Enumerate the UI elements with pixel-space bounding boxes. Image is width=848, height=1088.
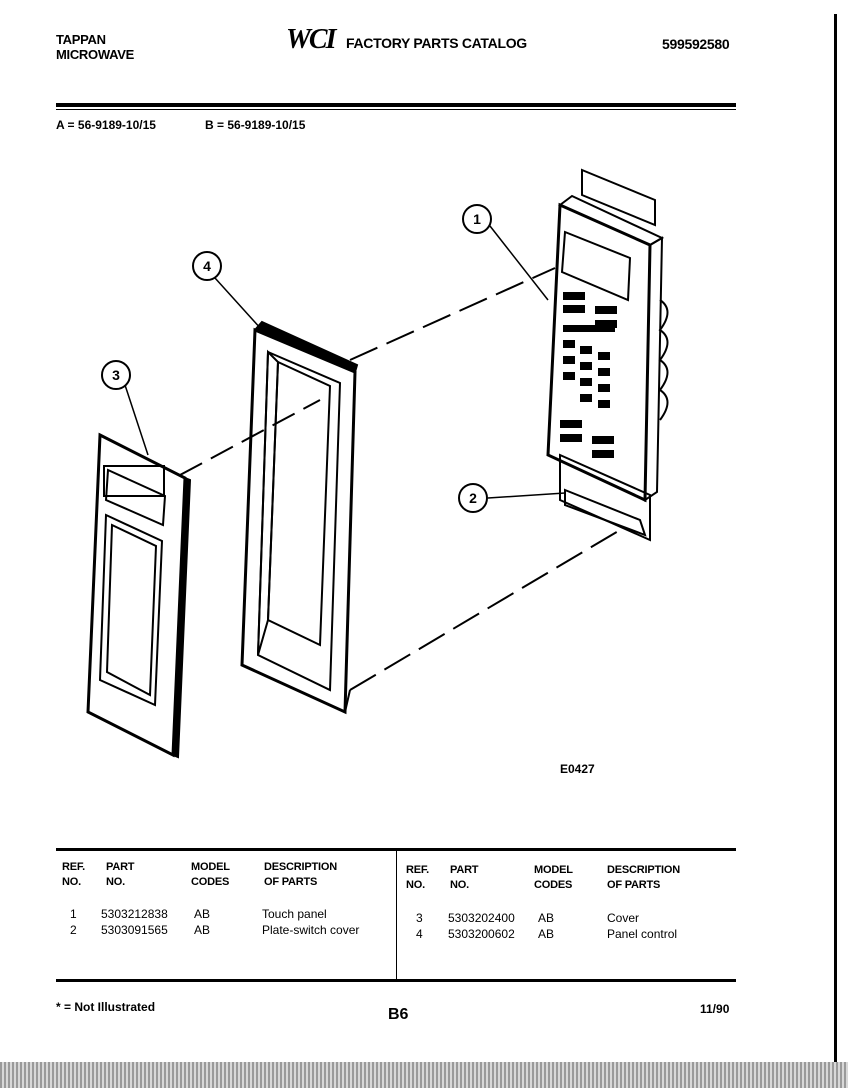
cover-part xyxy=(86,432,192,759)
catalog-number: 599592580 xyxy=(662,36,730,52)
row-desc: Cover xyxy=(607,911,640,925)
header-part-right: PART NO. xyxy=(450,864,479,891)
header-desc-right: DESCRIPTION OF PARTS xyxy=(607,864,680,891)
page-border-right xyxy=(834,14,837,1062)
leader-line xyxy=(214,277,263,331)
header-rule-thin xyxy=(56,109,736,110)
alignment-line xyxy=(349,267,556,361)
leader-line xyxy=(489,225,549,301)
header-model-right: MODEL CODES xyxy=(534,864,573,891)
header-rule xyxy=(56,103,736,107)
row-desc: Plate-switch cover xyxy=(262,923,360,937)
row-model: AB xyxy=(194,907,211,921)
table-bottom-rule xyxy=(56,979,736,982)
brand-line-1: TAPPAN xyxy=(56,32,106,47)
row-ref: 1 xyxy=(70,907,77,921)
diagram-code: E0427 xyxy=(560,762,595,776)
row-part: 5303202400 xyxy=(448,911,515,925)
exploded-diagram: 1 2 3 4 xyxy=(86,168,669,759)
header-model-left: MODEL CODES xyxy=(191,861,230,888)
callout-circle xyxy=(192,251,222,281)
alignment-line xyxy=(349,529,621,691)
row-desc: Panel control xyxy=(607,927,678,941)
page-number: B6 xyxy=(388,1006,409,1023)
row-part: 5303200602 xyxy=(448,927,515,941)
table-divider xyxy=(396,851,397,979)
row-desc: Touch panel xyxy=(262,907,327,921)
callout-3: 3 xyxy=(112,367,120,383)
catalog-title: FACTORY PARTS CATALOG xyxy=(346,35,527,51)
model-b: B = 56-9189-10/15 xyxy=(205,118,306,132)
row-model: AB xyxy=(538,927,555,941)
row-ref: 4 xyxy=(416,927,423,941)
callout-4: 4 xyxy=(203,258,211,274)
header-desc-left: DESCRIPTION OF PARTS xyxy=(264,861,337,888)
row-ref: 2 xyxy=(70,923,77,937)
model-a: A = 56-9189-10/15 xyxy=(56,118,156,132)
header-ref-left: REF. NO. xyxy=(62,861,86,888)
header-part-left: PART NO. xyxy=(106,861,135,888)
row-part: 5303212838 xyxy=(101,907,168,921)
leader-line xyxy=(124,384,149,456)
row-model: AB xyxy=(538,911,555,925)
keypad-keys xyxy=(560,292,617,458)
row-model: AB xyxy=(194,923,211,937)
header-ref-right: REF. NO. xyxy=(406,864,430,891)
row-part: 5303091565 xyxy=(101,923,168,937)
callout-2: 2 xyxy=(469,490,477,506)
wci-logo: WCI xyxy=(286,24,336,55)
callout-circle xyxy=(462,204,492,234)
row-ref: 3 xyxy=(416,911,423,925)
revision-date: 11/90 xyxy=(700,1002,730,1016)
callout-1: 1 xyxy=(473,211,481,227)
callout-circle xyxy=(101,360,131,390)
leader-line xyxy=(487,492,566,499)
scan-edge xyxy=(0,1062,848,1088)
callout-circle xyxy=(458,483,488,513)
panel-control-part xyxy=(240,320,359,715)
table-top-rule xyxy=(56,848,736,851)
brand-block: TAPPAN MICROWAVE xyxy=(56,32,134,62)
touch-panel-part xyxy=(546,168,669,542)
brand-line-2: MICROWAVE xyxy=(56,47,134,62)
not-illustrated-note: * = Not Illustrated xyxy=(56,1000,156,1014)
